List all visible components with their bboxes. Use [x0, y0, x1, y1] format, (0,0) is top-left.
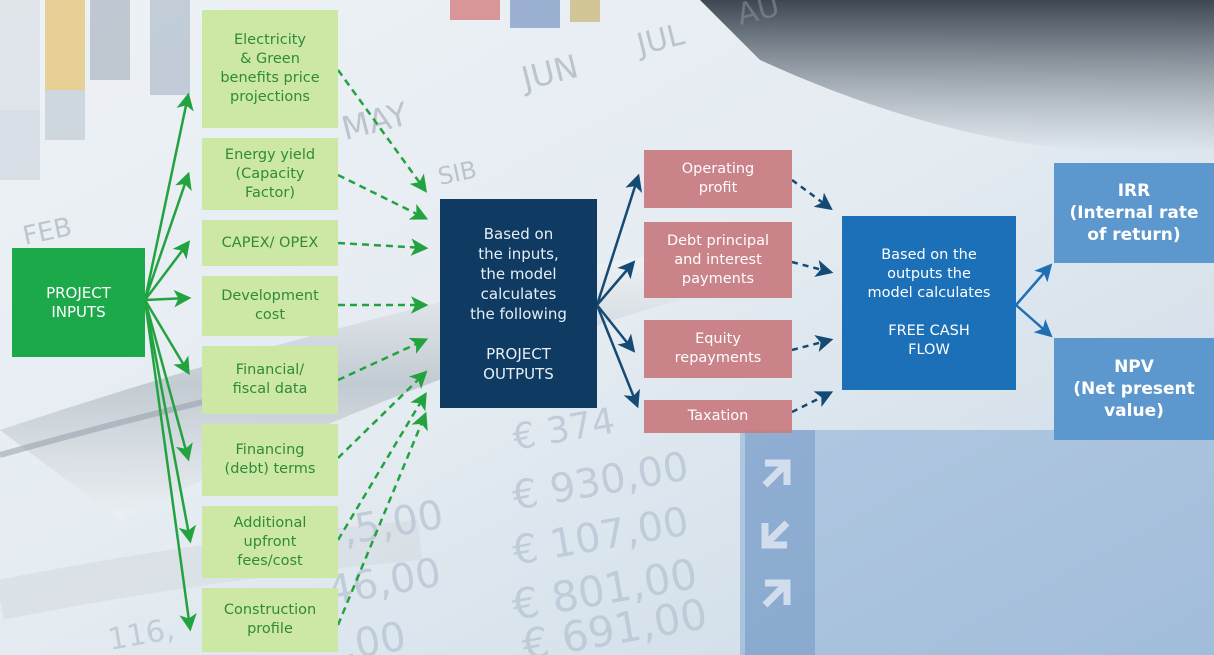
input-financing-terms: Financing (debt) terms: [202, 424, 338, 496]
input-electricity-prices: Electricity & Green benefits price proje…: [202, 10, 338, 128]
arrow-root-to-input-7: [143, 299, 197, 544]
arrow-input-5-to-calc: [337, 337, 429, 382]
arrow-root-to-input-3: [144, 240, 191, 301]
output-taxation: Taxation: [644, 400, 792, 433]
output-equity-repayments: Equity repayments: [644, 320, 792, 378]
input-upfront-fees: Additional upfront fees/cost: [202, 506, 338, 578]
arrow-output-2-to-calc2: [791, 259, 834, 277]
arrow-input-1-to-calc: [336, 69, 428, 193]
arrow-root-to-input-1: [143, 92, 194, 301]
input-financial-fiscal-data: Financial/ fiscal data: [202, 346, 338, 414]
result-irr: IRR (Internal rate of return): [1054, 163, 1214, 263]
arrow-root-to-input-2: [143, 171, 192, 301]
input-development-cost: Development cost: [202, 276, 338, 336]
output-debt-payments: Debt principal and interest payments: [644, 222, 792, 298]
arrow-output-4-to-calc2: [791, 391, 834, 414]
input-construction-profile: Construction profile: [202, 588, 338, 652]
output-operating-profit: Operating profit: [644, 150, 792, 208]
arrow-root-to-input-8: [143, 299, 197, 632]
arrow-root-to-input-5: [143, 299, 190, 376]
arrow-calc-to-output-3: [596, 304, 636, 353]
arrow-output-3-to-calc2: [791, 335, 834, 353]
arrow-input-8-to-calc: [336, 411, 428, 626]
arrow-root-to-input-4: [144, 289, 192, 308]
input-capex-opex: CAPEX/ OPEX: [202, 220, 338, 266]
arrow-input-2-to-calc: [337, 173, 429, 220]
arrow-input-3-to-calc: [337, 238, 429, 256]
arrow-calc-to-output-4: [595, 304, 640, 409]
arrow-calc-to-output-2: [596, 260, 636, 306]
input-energy-yield: Energy yield (Capacity Factor): [202, 138, 338, 210]
arrow-calc-to-output-1: [595, 173, 643, 306]
arrow-calc2-to-npv: [1015, 304, 1053, 338]
arrow-output-1-to-calc2: [791, 178, 833, 211]
free-cash-flow-box: Based on the outputs the model calculate…: [842, 216, 1016, 390]
arrow-input-6-to-calc: [337, 370, 428, 459]
result-npv: NPV (Net present value): [1054, 338, 1214, 440]
project-inputs-box: PROJECT INPUTS: [12, 248, 145, 357]
arrow-root-to-input-6: [143, 299, 193, 462]
arrow-input-7-to-calc: [336, 391, 427, 541]
arrow-calc2-to-irr: [1015, 263, 1053, 306]
model-calculation-box: Based on the inputs, the model calculate…: [440, 199, 597, 408]
